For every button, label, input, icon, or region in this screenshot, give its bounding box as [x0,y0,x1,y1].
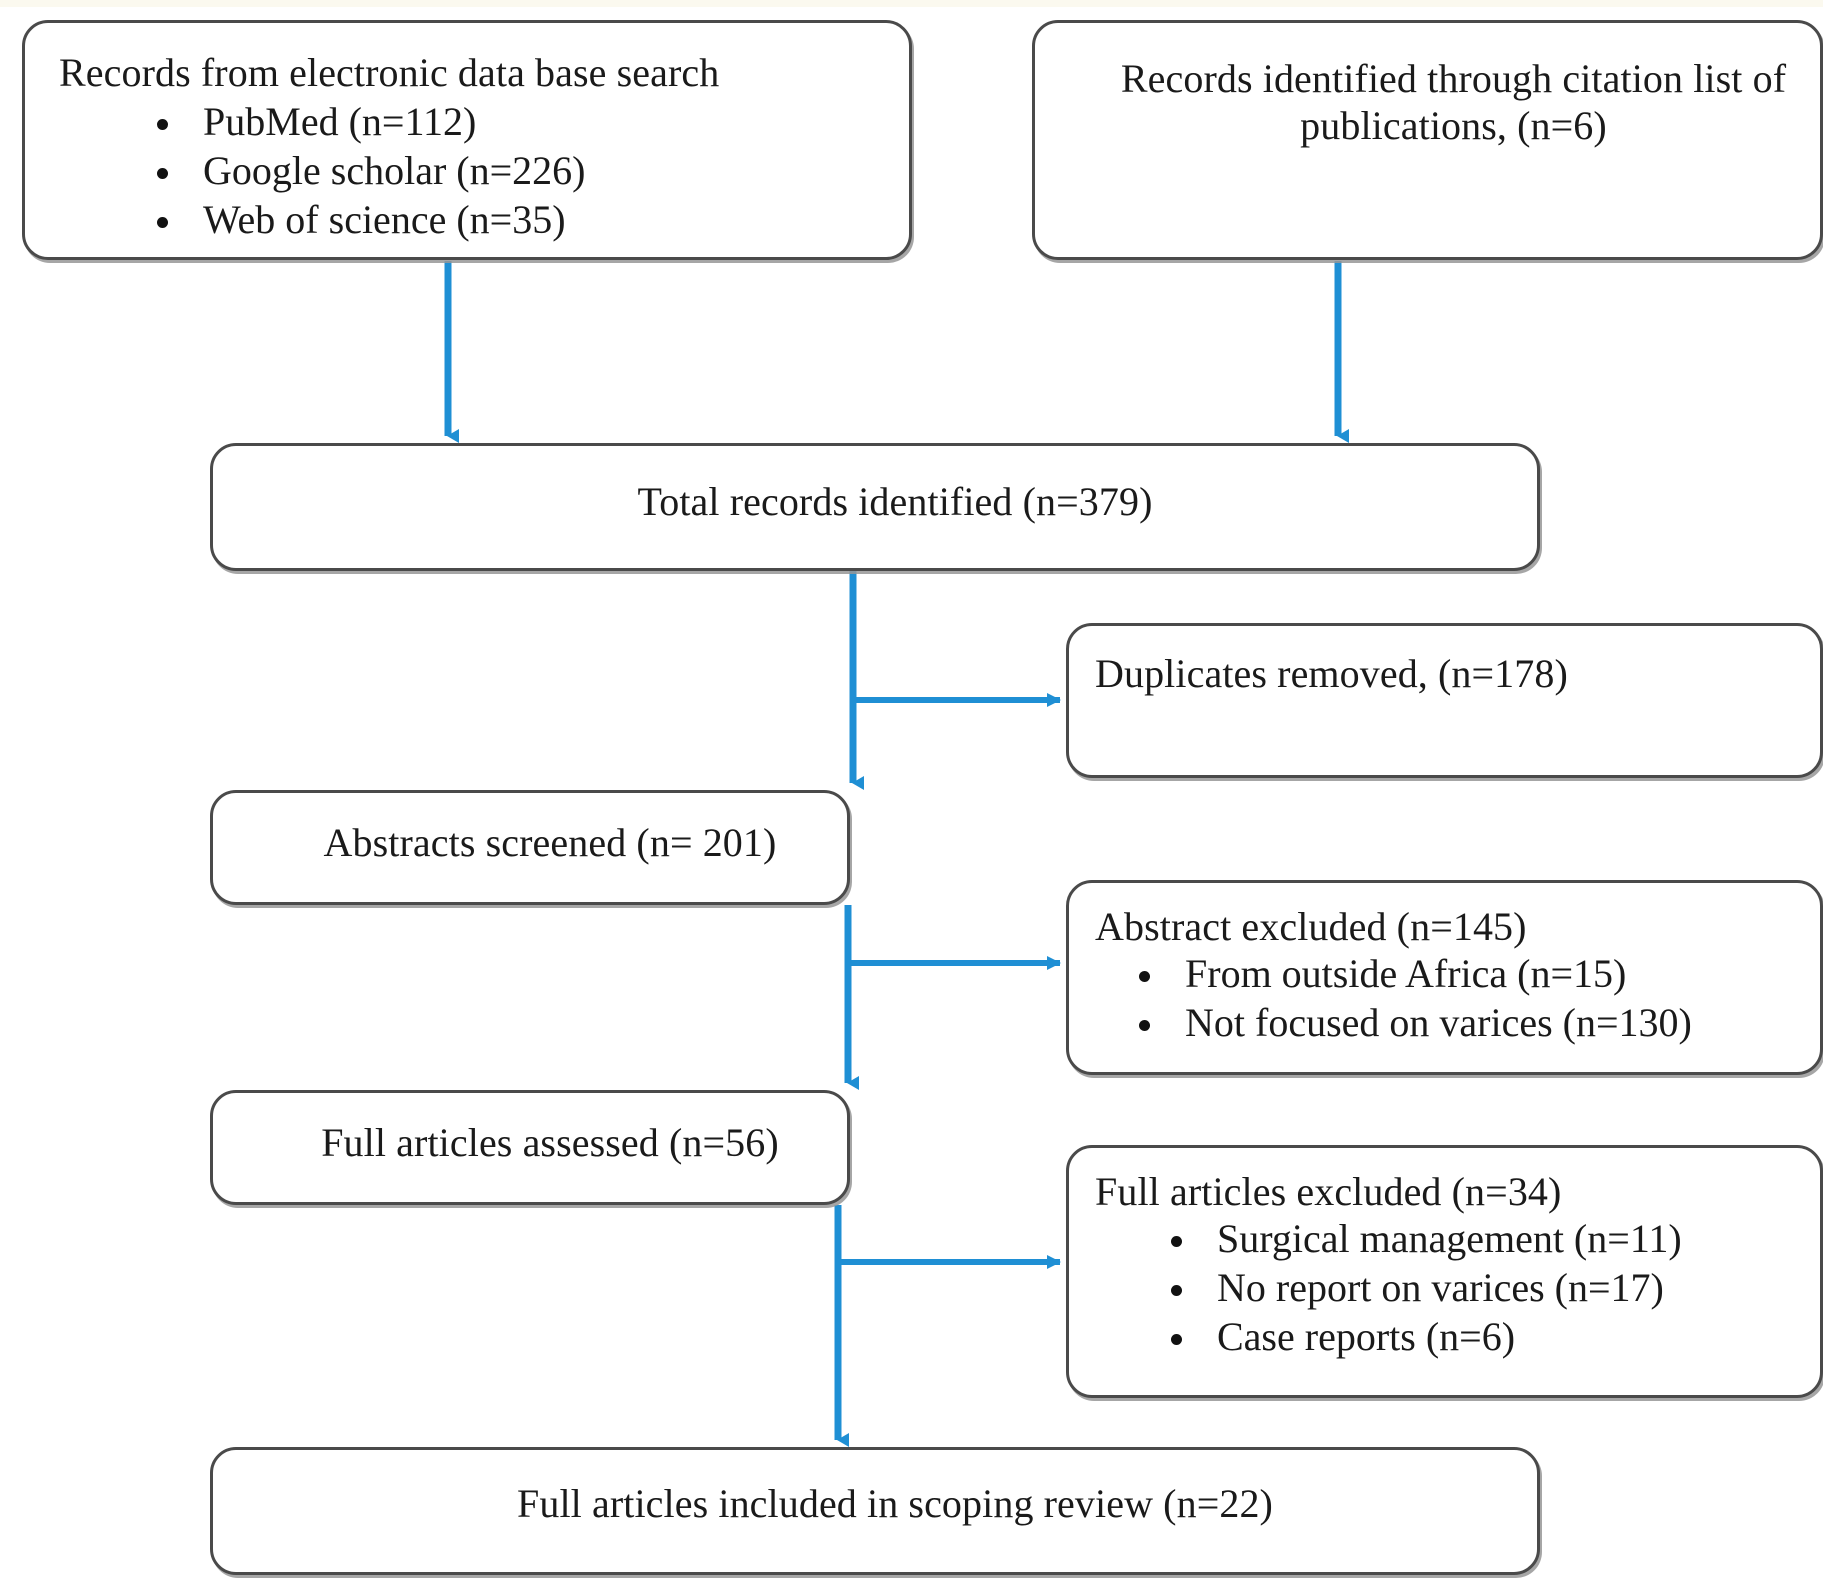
node-abstracts-screened-title: Abstracts screened (n= 201) [323,820,777,865]
list-item: Case reports (n=6) [1155,1313,1820,1362]
node-abstract-excluded: Abstract excluded (n=145) From outside A… [1066,880,1823,1075]
node-citation-title-line1: Records identified through citation list… [1120,56,1787,101]
node-abstract-excluded-title: Abstract excluded (n=145) [1095,904,1527,949]
node-duplicates-removed: Duplicates removed, (n=178) [1066,623,1823,778]
node-records-from-citation-list: Records identified through citation list… [1032,20,1823,260]
list-item: Web of science (n=35) [141,196,909,245]
node-duplicates-title: Duplicates removed, (n=178) [1095,651,1568,696]
page-top-strip [0,0,1823,7]
node-citation-title-line2: publications, (n=6) [1300,103,1607,149]
node-db-search-bullet-list: PubMed (n=112) Google scholar (n=226) We… [141,98,909,245]
node-full-articles-excluded-bullet-list: Surgical management (n=11) No report on … [1155,1215,1820,1362]
node-full-articles-excluded: Full articles excluded (n=34) Surgical m… [1066,1145,1823,1398]
list-item: From outside Africa (n=15) [1123,950,1820,999]
node-full-articles-assessed-title: Full articles assessed (n=56) [321,1120,779,1165]
node-total-records-identified: Total records identified (n=379) [210,443,1540,571]
list-item: Not focused on varices (n=130) [1123,999,1820,1048]
list-item: No report on varices (n=17) [1155,1264,1820,1313]
node-full-articles-included-title: Full articles included in scoping review… [517,1481,1273,1526]
node-abstracts-screened: Abstracts screened (n= 201) [210,790,850,905]
node-abstract-excluded-bullet-list: From outside Africa (n=15) Not focused o… [1123,950,1820,1048]
node-full-articles-assessed: Full articles assessed (n=56) [210,1090,850,1205]
list-item: PubMed (n=112) [141,98,909,147]
node-full-articles-included: Full articles included in scoping review… [210,1447,1540,1575]
node-total-title: Total records identified (n=379) [637,479,1153,524]
node-full-articles-excluded-title: Full articles excluded (n=34) [1095,1169,1562,1214]
node-db-search-title: Records from electronic data base search [59,50,720,95]
list-item: Surgical management (n=11) [1155,1215,1820,1264]
node-records-from-database-search: Records from electronic data base search… [22,20,912,260]
list-item: Google scholar (n=226) [141,147,909,196]
